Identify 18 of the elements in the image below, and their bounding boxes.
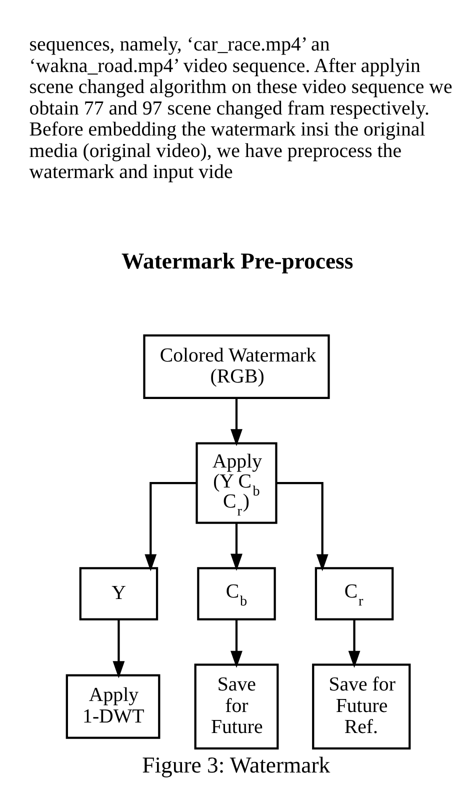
- node-box: Save for Future Ref.: [312, 663, 411, 749]
- node-box: C$_{r}$: [314, 566, 394, 620]
- arrow: [144, 481, 197, 571]
- arrow: [112, 618, 125, 678]
- label: sequences, namely, ‘car_race.mp4’ an ‘wakna_road.mp4’ video sequence. After applyin scene changed algorithm on these video sequence we obtain 77 and 97 scene changed fram respectively. Before embedding the watermark insi the original media (original video), we have preprocess the watermark and input vide: [29, 33, 452, 183]
- diagram-title: Watermark Pre-process: [122, 248, 354, 273]
- arrow: [348, 618, 360, 668]
- arrow: [276, 481, 328, 571]
- node-box: Save for Future: [194, 663, 279, 749]
- node-box: Y: [79, 566, 158, 620]
- caption: Figure 3: Watermark: [142, 752, 330, 777]
- arrow: [230, 398, 242, 446]
- arrow: [230, 522, 242, 570]
- arrow: [230, 618, 242, 668]
- node-box: C$_{b}$: [197, 566, 276, 620]
- node-box: Colored Watermark (RGB): [143, 334, 330, 398]
- node-box: Apply (Y C$_{b}$ C$_{r}$): [196, 442, 278, 524]
- node-box: Apply 1-DWT: [66, 674, 160, 738]
